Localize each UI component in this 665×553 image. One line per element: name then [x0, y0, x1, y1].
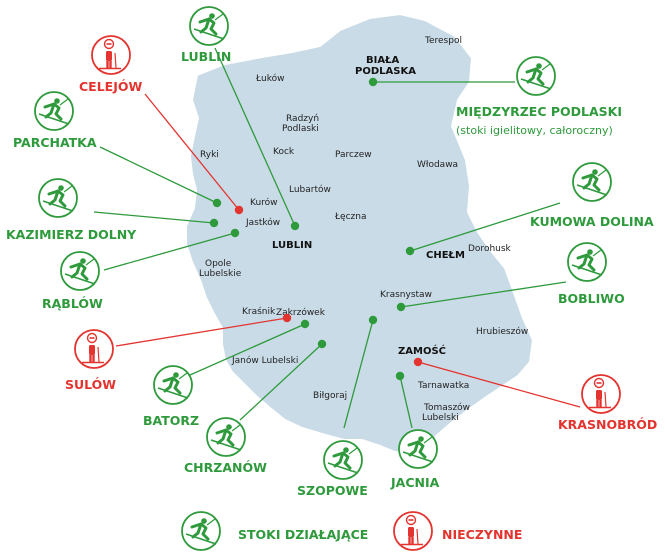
resort-dot-szopowe [368, 315, 378, 325]
resort-label-celejow: CELEJÓW [79, 79, 142, 94]
town-label-jastkow: Jastków [245, 217, 280, 228]
resort-label-sulow: SULÓW [65, 377, 116, 392]
resort-dot-batorz [300, 319, 310, 329]
town-label-ryki: Ryki [200, 150, 219, 160]
town-label-terespol: Terespol [424, 36, 462, 46]
city-label-podlaska: PODLASKA [355, 66, 416, 77]
town-label-opole: Opole [205, 259, 232, 269]
town-label-tarnawatka: Tarnawatka [417, 381, 469, 391]
legend-closed-label: NIECZYNNE [442, 527, 522, 542]
resort-dot-lublin [290, 221, 300, 231]
resort-dot-kumowa [405, 246, 415, 256]
resort-label-jacnia: JACNIA [390, 475, 440, 490]
closed-ski-icon-krasnobrod [580, 373, 622, 415]
resort-label-kumowa-dolina: KUMOWA DOLINA [530, 214, 654, 229]
resort-dot-rablow [230, 228, 240, 238]
resort-dot-celejow [234, 205, 244, 215]
town-label-lubelski: Lubelski [422, 413, 459, 423]
closed-ski-icon-sulow [73, 328, 115, 370]
connector-line-batorz [189, 323, 306, 376]
resort-label-lublin: LUBLIN [181, 49, 231, 64]
resort-label-miedzyrzec-podlaski: MIĘDZYRZEC PODLASKI [456, 104, 622, 119]
city-label-zamosc: ZAMOŚĆ [398, 344, 446, 357]
town-label-hrubieszow: Hrubieszów [476, 326, 528, 337]
resort-label-batorz: BATORZ [143, 413, 199, 428]
legend-open-label: STOKI DZIAŁAJĄCE [238, 527, 368, 542]
connector-line-kumowa [409, 202, 561, 252]
skier-icon-chrzanow [205, 416, 247, 458]
resort-label-rablow: RĄBLÓW [42, 296, 103, 311]
town-label-bilgoraj: Biłgoraj [313, 391, 347, 401]
resort-label-kazimierz-dolny: KAZIMIERZ DOLNY [6, 227, 137, 242]
town-label-zakrzowek: Zakrzówek [276, 307, 326, 318]
town-label-wlodawa: Włodawa [417, 160, 458, 170]
connector-line-rablow [103, 232, 236, 271]
connector-line-jacnia [399, 375, 413, 429]
resort-dot-krasnobrod [413, 357, 423, 367]
connector-line-celejow [144, 93, 240, 211]
resort-label-szopowe: SZOPOWE [297, 483, 368, 498]
connector-line-szopowe [343, 319, 374, 429]
closed-ski-icon-celejow [90, 34, 132, 76]
resort-dot-bobliwo [396, 302, 406, 312]
town-label-kurow: Kurów [250, 197, 278, 208]
resort-dot-parchatka [212, 198, 222, 208]
closed-ski-icon [392, 510, 434, 552]
connector-line-parchatka [99, 146, 218, 204]
town-label-podlaski: Podlaski [282, 124, 319, 134]
town-label-krasnik: Kraśnik [242, 306, 276, 317]
skier-icon-lublin [188, 5, 230, 47]
town-label-radzyn: Radzyń [286, 114, 319, 124]
skier-icon-parchatka [33, 90, 75, 132]
connector-line-bobliwo [400, 281, 567, 308]
resort-note-miedzyrzec: (stoki igielitowy, całoroczny) [456, 124, 613, 137]
city-label-biala: BIAŁA [366, 55, 400, 66]
legend: STOKI DZIAŁAJĄCE NIECZYNNE [180, 510, 522, 552]
resort-label-krasnobrod: KRASNOBRÓD [558, 417, 657, 432]
skier-icon-rablow [59, 250, 101, 292]
skier-icon-miedzyrzec [515, 55, 557, 97]
resort-label-parchatka: PARCHATKA [13, 135, 97, 150]
resort-dot-miedzyrzec [368, 77, 378, 87]
connector-line-sulow [115, 317, 288, 347]
connector-line-lublin [214, 47, 296, 227]
town-label-lubartow: Lubartów [289, 184, 331, 195]
resort-dot-sulow [282, 313, 292, 323]
town-label-dorohusk: Dorohusk [468, 244, 512, 254]
skier-icon-jacnia [397, 428, 439, 470]
city-label-chelm: CHEŁM [426, 250, 465, 261]
town-label-leczna: Łęczna [334, 212, 367, 222]
resort-dot-chrzanow [317, 339, 327, 349]
town-label-lukow: Łuków [255, 73, 285, 84]
town-label-tomaszow: Tomaszów [423, 402, 470, 413]
resort-label-chrzanow: CHRZANÓW [184, 460, 267, 475]
skier-icon-bobliwo [566, 241, 608, 283]
resort-dot-kazimierz [209, 218, 219, 228]
skier-icon-kazimierz [37, 177, 79, 219]
skier-icon-kumowa [571, 161, 613, 203]
resort-dot-jacnia [395, 371, 405, 381]
town-label-kock: Kock [273, 147, 295, 157]
town-label-lubelskie: Lubelskie [199, 269, 242, 279]
town-label-parczew: Parczew [335, 150, 372, 160]
connector-line-chrzanow [239, 343, 323, 421]
skier-icon-batorz [152, 364, 194, 406]
connector-line-krasnobrod [417, 361, 581, 408]
skier-icon [180, 510, 222, 552]
resort-label-bobliwo: BOBLIWO [558, 291, 625, 306]
connector-line-kazimierz [93, 211, 215, 224]
city-label-lublin: LUBLIN [272, 240, 312, 251]
town-label-krasnystaw: Krasnystaw [380, 290, 432, 300]
skier-icon-szopowe [322, 439, 364, 481]
town-label-janow: Janów Lubelski [231, 355, 298, 366]
